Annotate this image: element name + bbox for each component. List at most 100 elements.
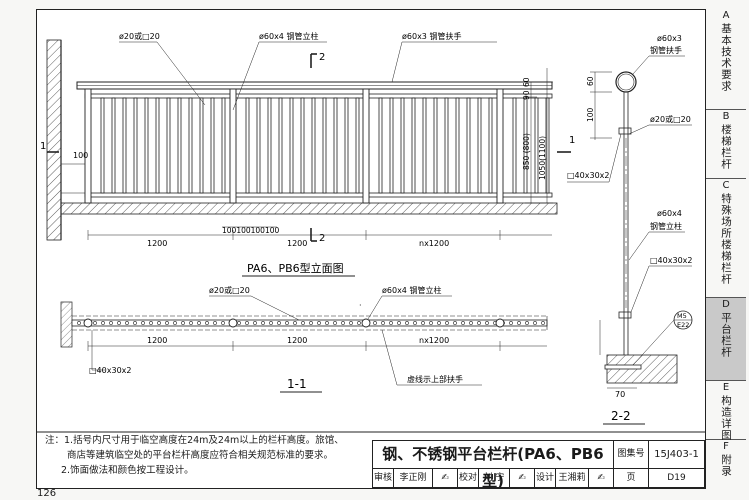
sec-dim-100: 100 bbox=[586, 107, 595, 122]
plan-baluster-dot bbox=[469, 321, 473, 325]
baluster bbox=[199, 97, 204, 194]
review-name: 李正刚 bbox=[393, 468, 433, 488]
plan-baluster-dot bbox=[317, 321, 321, 325]
sidebar-item-c[interactable]: C 特殊场所楼梯栏杆 bbox=[706, 179, 746, 298]
plan-baluster-dot bbox=[389, 321, 393, 325]
plan-baluster-dot bbox=[205, 321, 209, 325]
plan-baluster-dot bbox=[181, 321, 185, 325]
sidebar-item-e[interactable]: E 构造详图 bbox=[706, 381, 746, 441]
baluster bbox=[166, 97, 171, 194]
sec-dim-60: 60 bbox=[586, 76, 595, 86]
sidebar-item-f[interactable]: F 附录 bbox=[720, 441, 732, 477]
callout-post-elev: ø60x4 钢管立柱 bbox=[259, 31, 318, 41]
plan-post bbox=[83, 318, 93, 328]
plan-dim-nx1200: nx1200 bbox=[419, 336, 449, 345]
bolt-label: M5 bbox=[677, 312, 687, 320]
floor-slab bbox=[60, 202, 558, 215]
sidebar: A 基本技术要求 B 楼梯栏杆 C 特殊场所楼梯栏杆 D 平台栏杆 E 构造详图… bbox=[705, 9, 746, 487]
sidebar-item-d[interactable]: D 平台栏杆 bbox=[706, 298, 746, 381]
sec-post-label: 钢管立柱 bbox=[650, 221, 682, 231]
baluster bbox=[534, 97, 539, 194]
baluster bbox=[278, 97, 283, 194]
post bbox=[84, 88, 92, 204]
note-line-3: 2.饰面做法和颜色按工程设计。 bbox=[61, 465, 194, 476]
baluster bbox=[455, 97, 460, 194]
top-flat-bar bbox=[84, 93, 553, 99]
plan-baluster-dot bbox=[541, 321, 545, 325]
plan-baluster-dot bbox=[197, 321, 201, 325]
plan-post bbox=[495, 318, 505, 328]
design-name: 王湘莉 bbox=[555, 468, 589, 488]
atlas-label: 图集号 bbox=[613, 440, 649, 469]
plan-baluster-dot bbox=[437, 321, 441, 325]
plan-baluster-dot bbox=[341, 321, 345, 325]
plan-title: 1-1 bbox=[287, 377, 307, 391]
plan-baluster-dot bbox=[357, 321, 361, 325]
section-mark-right: 1 bbox=[569, 135, 575, 146]
plan-callout-post: ø60x4 钢管立柱 bbox=[382, 285, 441, 295]
dim-850: 850 (800) bbox=[522, 133, 531, 170]
post bbox=[362, 88, 370, 204]
plan-baluster-dot bbox=[301, 321, 305, 325]
bolt-ref: E22 bbox=[677, 321, 689, 329]
baluster bbox=[322, 97, 327, 194]
plan-baluster-dot bbox=[261, 321, 265, 325]
sec-bar: ø20或□20 bbox=[650, 114, 691, 124]
baluster bbox=[523, 97, 528, 194]
plan-baluster-dot bbox=[453, 321, 457, 325]
sidebar-item-b[interactable]: B 楼梯栏杆 bbox=[706, 110, 746, 179]
drawing-title: 钢、不锈钢平台栏杆(PA6、PB6型) bbox=[372, 440, 614, 490]
plan-baluster-dot bbox=[221, 321, 225, 325]
plan-callout-bar: ø20或□20 bbox=[209, 285, 250, 295]
section-handrail bbox=[615, 71, 637, 93]
baluster bbox=[133, 97, 138, 194]
balusters bbox=[100, 97, 550, 194]
section-mark-bottom: 2 bbox=[319, 233, 325, 244]
plan-baluster-dot bbox=[173, 321, 177, 325]
baluster bbox=[422, 97, 427, 194]
elevation-view: 100 1 2 2 1 ø20或□20 ø60x4 钢管立柱 ø60x3 钢管扶… bbox=[40, 31, 575, 277]
baluster bbox=[256, 97, 261, 194]
post bbox=[229, 88, 237, 204]
plan-baluster-dot bbox=[245, 321, 249, 325]
dim-nx1200: nx1200 bbox=[419, 239, 449, 248]
baluster bbox=[289, 97, 294, 194]
sec-handrail-size: ø60x3 bbox=[657, 34, 682, 43]
plan-baluster-dot bbox=[325, 321, 329, 325]
plan-callout-dashed: 虚线示上部扶手 bbox=[407, 374, 463, 384]
plan-baluster-dot bbox=[253, 321, 257, 325]
plan-baluster-dot bbox=[133, 321, 137, 325]
baluster bbox=[378, 97, 383, 194]
section-title: 2-2 bbox=[611, 409, 631, 423]
plan-baluster-dot bbox=[285, 321, 289, 325]
plan-post bbox=[228, 318, 238, 328]
plan-baluster-dot bbox=[421, 321, 425, 325]
callout-bar-elev: ø20或□20 bbox=[119, 31, 160, 41]
dim-1200-b: 1200 bbox=[287, 239, 307, 248]
drawing-canvas: 100 1 2 2 1 ø20或□20 ø60x4 钢管立柱 ø60x3 钢管扶… bbox=[37, 31, 705, 433]
dim-baluster: 100100100100 bbox=[222, 226, 279, 235]
plan-baluster-dot bbox=[381, 321, 385, 325]
baluster bbox=[411, 97, 416, 194]
plan-baluster-dot bbox=[405, 321, 409, 325]
plan-baluster-dot bbox=[445, 321, 449, 325]
plan-post bbox=[361, 318, 371, 328]
baluster bbox=[122, 97, 127, 194]
plan-dim-1200-b: 1200 bbox=[287, 336, 307, 345]
baluster bbox=[512, 97, 517, 194]
baluster bbox=[245, 97, 250, 194]
note-line-2: 商店等建筑临空处的平台栏杆高度应符合相关规范标准的要求。 bbox=[67, 450, 334, 461]
baluster bbox=[155, 97, 160, 194]
plan-baluster-dot bbox=[93, 321, 97, 325]
plan-baluster-dot bbox=[101, 321, 105, 325]
design-signature: ✍ bbox=[588, 468, 614, 488]
plan-callout-flat: □40x30x2 bbox=[89, 366, 131, 375]
callout-handrail-elev: ø60x3 钢管扶手 bbox=[402, 31, 461, 41]
sec-handrail-label: 钢管扶手 bbox=[650, 45, 682, 55]
section-mark-top: 2 bbox=[319, 52, 325, 63]
baluster bbox=[210, 97, 215, 194]
plan-baluster-dot bbox=[533, 321, 537, 325]
sidebar-item-a[interactable]: A 基本技术要求 bbox=[706, 9, 746, 110]
baluster bbox=[111, 97, 116, 194]
plan-baluster-dot bbox=[349, 321, 353, 325]
